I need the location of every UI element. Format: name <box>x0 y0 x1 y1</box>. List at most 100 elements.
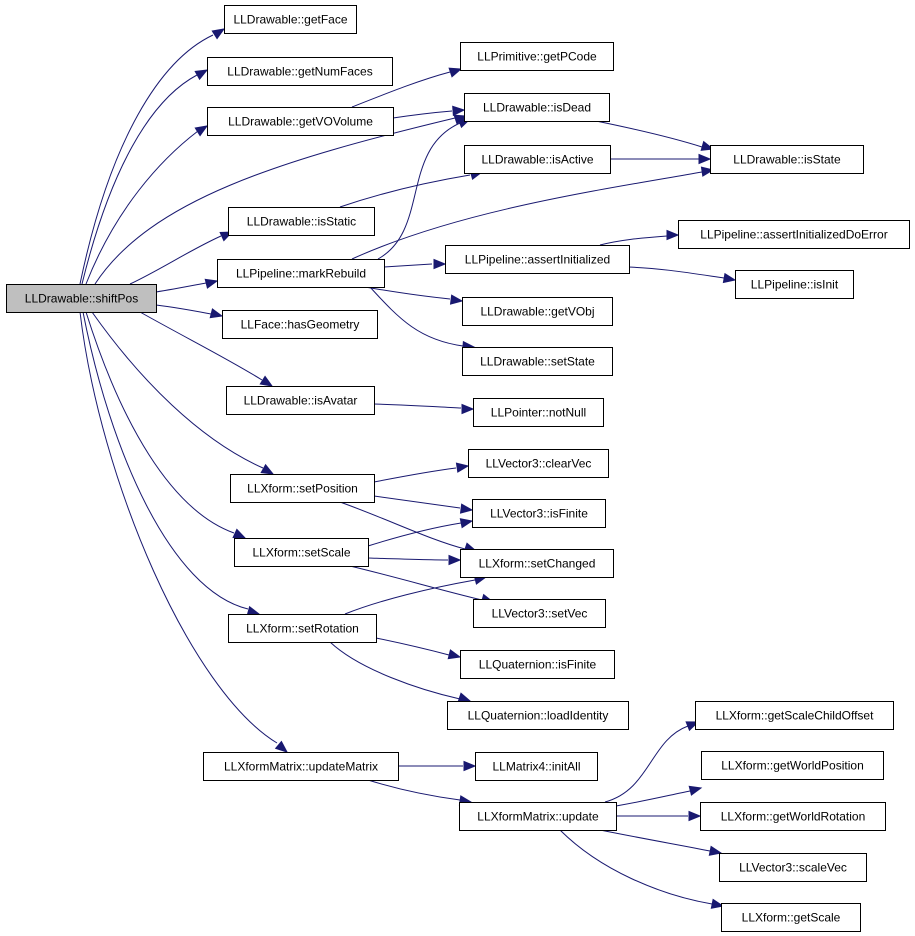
node-box <box>472 499 606 528</box>
edge-update-to-getScaleChildOffset <box>604 721 700 803</box>
node-notNull[interactable]: LLPointer::notNull <box>473 398 604 427</box>
edge-line <box>595 120 703 148</box>
node-label: LLXform::setRotation <box>246 622 359 636</box>
arrowhead-icon <box>463 760 477 772</box>
edge-line <box>377 122 461 260</box>
node-setPosition[interactable]: LLXform::setPosition <box>230 474 375 503</box>
node-label: LLDrawable::getNumFaces <box>227 65 372 79</box>
node-label: LLXform::getWorldPosition <box>721 759 864 773</box>
edge-getVOVolume-to-isDead <box>392 105 466 119</box>
node-label: LLXform::getWorldRotation <box>721 810 866 824</box>
node-box <box>207 57 393 86</box>
edge-shiftPos-to-getFace <box>79 28 226 285</box>
node-getWorldRotation[interactable]: LLXform::getWorldRotation <box>700 802 886 831</box>
edge-assertInitialized-to-isInit <box>626 266 737 284</box>
edge-updateMatrix-to-update <box>367 779 473 806</box>
edge-shiftPos-to-getNumFaces <box>81 69 209 285</box>
node-box <box>230 474 375 503</box>
edge-line <box>351 171 703 260</box>
node-label: LLDrawable::setState <box>480 355 595 369</box>
node-updateMatrix[interactable]: LLXformMatrix::updateMatrix <box>203 752 399 781</box>
edges-layer <box>79 28 737 909</box>
node-initAll[interactable]: LLMatrix4::initAll <box>475 752 598 781</box>
edge-line <box>79 311 278 744</box>
node-isAvatar[interactable]: LLDrawable::isAvatar <box>226 386 375 415</box>
node-getScale[interactable]: LLXform::getScale <box>721 903 861 932</box>
edge-line <box>599 235 668 246</box>
node-box <box>222 310 378 339</box>
node-getScaleChildOffset[interactable]: LLXform::getScaleChildOffset <box>695 701 894 730</box>
node-box <box>234 538 369 567</box>
node-setState[interactable]: LLDrawable::setState <box>462 347 613 376</box>
node-getFace[interactable]: LLDrawable::getFace <box>224 5 357 34</box>
edge-line <box>82 311 249 610</box>
edge-line <box>367 779 461 801</box>
node-getNumFaces[interactable]: LLDrawable::getNumFaces <box>207 57 393 86</box>
node-label: LLQuaternion::isFinite <box>479 658 597 672</box>
node-getVOVolume[interactable]: LLDrawable::getVOVolume <box>207 107 394 136</box>
edge-setPosition-to-clearVec <box>373 462 470 483</box>
node-box <box>460 42 614 71</box>
node-label: LLVector3::clearVec <box>486 457 592 471</box>
node-assertInitialized[interactable]: LLPipeline::assertInitialized <box>445 245 630 274</box>
node-isState[interactable]: LLDrawable::isState <box>710 145 864 174</box>
node-label: LLFace::hasGeometry <box>241 318 360 332</box>
node-box <box>464 93 610 122</box>
node-label: LLPipeline::assertInitializedDoError <box>700 228 887 242</box>
node-setRotation[interactable]: LLXform::setRotation <box>228 614 377 643</box>
edge-line <box>91 311 264 469</box>
edge-line <box>599 829 711 852</box>
node-hasGeometry[interactable]: LLFace::hasGeometry <box>222 310 378 339</box>
node-label: LLDrawable::isState <box>733 153 841 167</box>
node-box <box>475 752 598 781</box>
node-box <box>468 449 609 478</box>
node-box <box>459 802 617 831</box>
node-isStatic[interactable]: LLDrawable::isStatic <box>228 207 375 236</box>
node-label: LLPipeline::markRebuild <box>236 267 366 281</box>
node-label: LLPipeline::isInit <box>751 278 839 292</box>
node-box <box>228 614 377 643</box>
node-assertInitDoError[interactable]: LLPipeline::assertInitializedDoError <box>678 220 910 249</box>
node-clearVec[interactable]: LLVector3::clearVec <box>468 449 609 478</box>
node-box <box>460 549 614 578</box>
node-box <box>228 207 375 236</box>
edge-line <box>373 495 461 509</box>
node-isInit[interactable]: LLPipeline::isInit <box>735 270 854 299</box>
edge-shiftPos-to-hasGeometry <box>155 304 224 319</box>
node-setVec[interactable]: LLVector3::setVec <box>473 599 606 628</box>
arrowhead-icon <box>209 308 224 319</box>
node-getVObj[interactable]: LLDrawable::getVObj <box>462 297 613 326</box>
node-markRebuild[interactable]: LLPipeline::markRebuild <box>217 259 385 288</box>
node-scaleVec[interactable]: LLVector3::scaleVec <box>719 853 867 882</box>
arrowhead-icon <box>452 105 466 117</box>
node-isActive[interactable]: LLDrawable::isActive <box>464 145 611 174</box>
nodes-layer: LLDrawable::shiftPos LLDrawable::getFaceL… <box>6 5 910 932</box>
arrowhead-icon <box>457 692 472 703</box>
arrowhead-icon <box>260 463 275 475</box>
node-box <box>464 145 611 174</box>
node-setChanged[interactable]: LLXform::setChanged <box>460 549 614 578</box>
edge-isDead-to-isState <box>595 120 715 151</box>
node-label: LLQuaternion::loadIdentity <box>468 709 609 723</box>
arrowhead-icon <box>666 229 680 241</box>
node-shiftPos[interactable]: LLDrawable::shiftPos <box>6 284 157 313</box>
arrowhead-icon <box>448 554 462 566</box>
node-getWorldPosition[interactable]: LLXform::getWorldPosition <box>701 751 884 780</box>
edge-line <box>155 282 207 293</box>
node-box <box>217 259 385 288</box>
edge-line <box>392 110 453 119</box>
node-setScale[interactable]: LLXform::setScale <box>234 538 369 567</box>
edge-updateMatrix-to-initAll <box>398 760 477 772</box>
edge-line <box>81 74 198 285</box>
node-label: LLPointer::notNull <box>491 406 586 420</box>
node-label: LLXform::setScale <box>252 546 350 560</box>
node-update[interactable]: LLXformMatrix::update <box>459 802 617 831</box>
node-loadIdentity[interactable]: LLQuaternion::loadIdentity <box>447 701 629 730</box>
node-getPCode[interactable]: LLPrimitive::getPCode <box>460 42 614 71</box>
edge-markRebuild-to-getVObj <box>364 286 464 305</box>
node-isDead[interactable]: LLDrawable::isDead <box>464 93 610 122</box>
node-box <box>735 270 854 299</box>
node-v3isFinite[interactable]: LLVector3::isFinite <box>472 499 606 528</box>
node-qIsFinite[interactable]: LLQuaternion::isFinite <box>460 650 615 679</box>
edge-shiftPos-to-isAvatar <box>139 311 274 387</box>
